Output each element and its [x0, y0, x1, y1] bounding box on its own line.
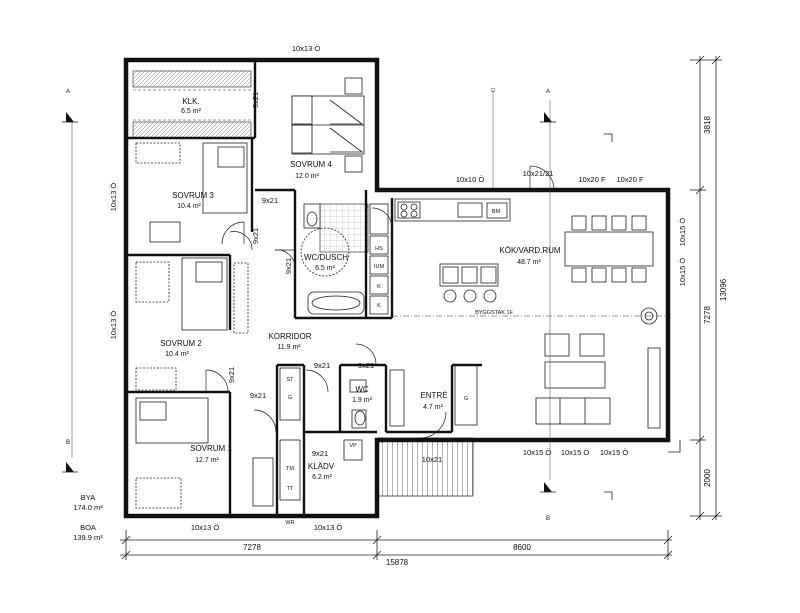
room-labels: KLK. 6.5 m² SOVRUM 4 12.0 m² SOVRUM 3 10… — [160, 97, 561, 481]
window-label-b2: 10x15 Ö — [561, 448, 590, 457]
section-a-left: A — [66, 89, 70, 95]
fixture-labels: BM HS IUM K K ST TM TT VP G G F WR BYGGS… — [285, 205, 513, 526]
door-label-d5: 9x21 — [227, 367, 236, 383]
dimension-labels: 7278 8600 15878 3818 7278 2000 13096 — [243, 116, 728, 567]
room-name-sovrum1: SOVRUM 1 — [190, 444, 232, 453]
window-label-b3: 10x15 Ö — [600, 448, 629, 457]
dim-8600: 8600 — [513, 543, 531, 552]
bya-value: 174.0 m² — [73, 503, 103, 512]
window-label-left2: 10x13 Ö — [109, 311, 118, 340]
section-b-left: B — [66, 440, 70, 446]
room-area-kladv: 6.2 m² — [312, 474, 333, 481]
fixture-hs: HS — [375, 246, 383, 252]
dim-15878: 15878 — [386, 558, 409, 567]
door-label-d3: 9x21 — [251, 228, 260, 244]
room-area-wcdusch: 6.5 m² — [315, 265, 336, 272]
fixture-wr: WR — [285, 520, 294, 526]
room-area-korridor: 11.9 m² — [277, 344, 301, 351]
fixture-g-entre: G — [464, 396, 468, 402]
window-label-top: 10x13 Ö — [292, 44, 321, 53]
door-label-d2: 9x21 — [262, 196, 278, 205]
window-label-f1: 10x20 F — [578, 175, 606, 184]
dim-7278: 7278 — [243, 543, 261, 552]
room-area-wc: 1.9 m² — [352, 397, 373, 404]
section-markers — [62, 112, 681, 500]
boa-label: BOA — [80, 523, 96, 532]
bya-label: BYA — [81, 493, 95, 502]
room-area-entre: 4.7 m² — [423, 404, 444, 411]
dim-2000: 2000 — [703, 469, 712, 487]
boa-value: 139.9 m² — [73, 533, 103, 542]
section-labels: A A B B — [66, 89, 550, 522]
window-label-kitchen: 10x10 Ö — [456, 175, 485, 184]
room-name-entre: ENTRÉ — [420, 391, 447, 400]
door-label-d8: 9x21 — [358, 361, 374, 370]
window-label-door-top: 10x21/21 — [523, 169, 554, 178]
window-labels: 10x13 Ö 10x13 Ö 10x13 Ö 10x13 Ö 10x13 Ö … — [109, 44, 687, 532]
dim-13096: 13096 — [719, 278, 728, 301]
fixture-g-korr: G — [288, 395, 292, 401]
area-summary: BYA 174.0 m² BOA 139.9 m² — [73, 493, 103, 542]
walls — [123, 57, 671, 519]
fixture-f: F — [365, 205, 369, 211]
room-name-kladv: KLÄDV — [308, 462, 335, 471]
room-name-sovrum4: SOVRUM 4 — [290, 160, 332, 169]
door-label-d1: 9x21 — [251, 92, 260, 108]
window-label-bot2: 10x13 Ö — [314, 523, 343, 532]
section-a-right: A — [546, 89, 550, 95]
room-name-wc: WC — [355, 385, 369, 394]
door-label-d7: 9x21 — [314, 361, 330, 370]
building-depth-label: BYGGSTAK 1F — [475, 310, 513, 316]
dim-7278-vertical: 7278 — [703, 306, 712, 324]
room-area-klk: 6.5 m² — [181, 108, 202, 115]
door-labels: 9x21 9x21 9x21 9x21 9x21 9x21 9x21 9x21 … — [227, 92, 374, 458]
room-name-klk: KLK. — [182, 97, 199, 106]
window-label-deck: 10x21 — [422, 455, 442, 464]
room-area-sovrum4: 12.0 m² — [295, 173, 319, 180]
dim-3818: 3818 — [703, 116, 712, 134]
room-name-kok: KÖK/VARD.RUM — [499, 246, 561, 255]
door-label-d9: 9x21 — [312, 449, 328, 458]
section-b-right: B — [546, 516, 550, 522]
fixture-st: ST — [286, 377, 294, 383]
dimension-lines — [120, 55, 722, 560]
fixture-k1: K — [377, 284, 381, 290]
room-area-sovrum2: 10.4 m² — [165, 351, 189, 358]
room-name-wcdusch: WC/DUSCH — [304, 253, 348, 262]
door-label-d4: 9x21 — [284, 258, 293, 274]
room-name-korridor: KORRIDOR — [268, 332, 311, 341]
door-swings — [205, 165, 555, 439]
furniture-layer — [132, 70, 661, 509]
fixture-bm: BM — [492, 209, 501, 215]
room-area-sovrum3: 10.4 m² — [177, 203, 201, 210]
room-area-sovrum1: 12.7 m² — [195, 457, 219, 464]
fixture-tm: TM — [286, 466, 294, 472]
window-label-right2: 10x15 Ö — [678, 258, 687, 287]
room-name-sovrum3: SOVRUM 3 — [172, 191, 214, 200]
window-label-left1: 10x13 Ö — [109, 183, 118, 212]
room-area-kok: 48.7 m² — [517, 259, 541, 266]
window-label-b1: 10x15 Ö — [523, 448, 552, 457]
window-label-f2: 10x20 F — [616, 175, 644, 184]
fixture-ium: IUM — [374, 264, 385, 270]
construction-lines — [71, 87, 668, 480]
window-label-bot1: 10x13 Ö — [191, 523, 220, 532]
window-label-right1: 10x15 Ö — [678, 218, 687, 247]
fixture-vp: VP — [349, 443, 357, 449]
room-name-sovrum2: SOVRUM 2 — [160, 339, 202, 348]
door-label-d6: 9x21 — [250, 391, 266, 400]
fixture-k2: K — [377, 303, 381, 309]
fixture-tt: TT — [287, 486, 294, 492]
